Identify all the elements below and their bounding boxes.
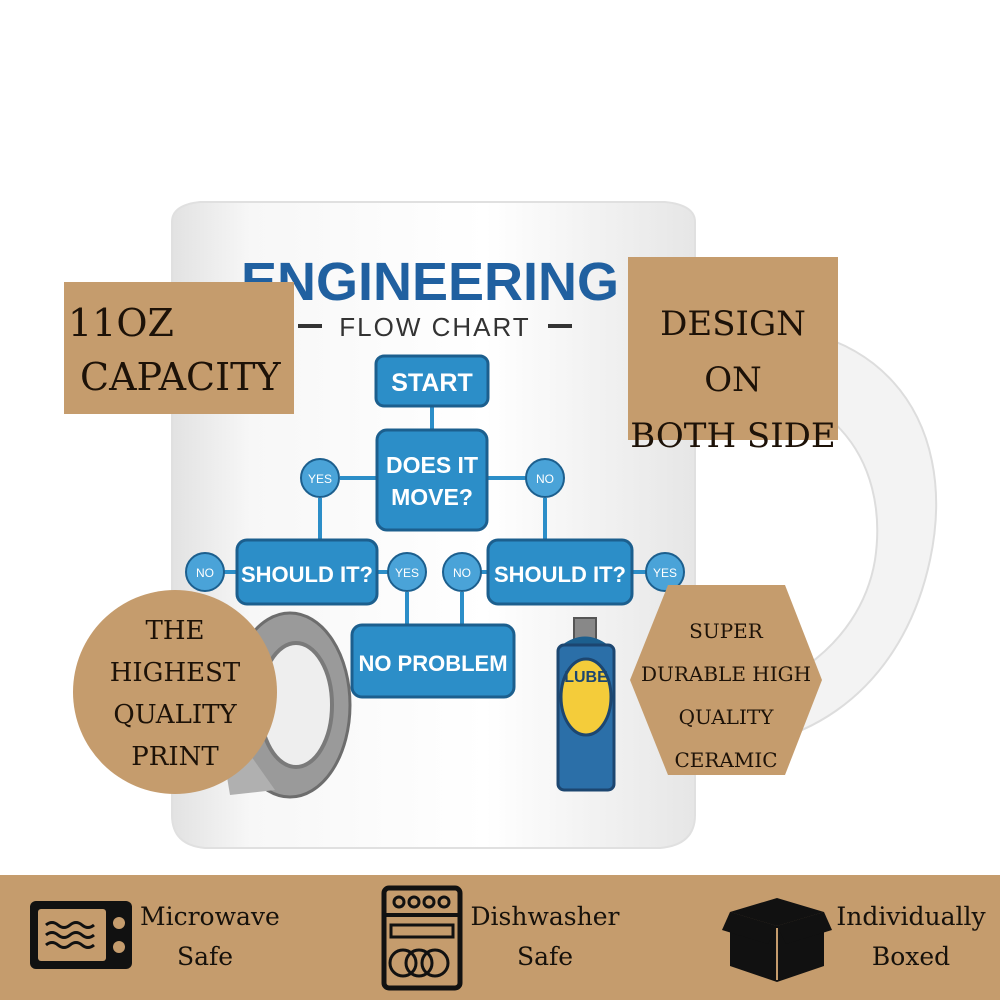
svg-text:NO: NO: [196, 566, 214, 580]
lube-can-icon: LUBE: [556, 617, 616, 792]
flow-no-circle: [525, 458, 565, 498]
svg-text:START: START: [391, 369, 472, 397]
flow-no-problem-box: [350, 623, 516, 699]
svg-text:NO PROBLEM: NO PROBLEM: [358, 651, 507, 676]
flow-yes-circle-mid: [387, 552, 427, 592]
design-badge: [628, 257, 838, 440]
mug-subtitle: FLOW CHART: [339, 312, 530, 342]
flow-question-box: [375, 428, 489, 532]
capacity-badge-text: 11OZ CAPACITY: [68, 301, 281, 399]
flow-should-it-right: [486, 538, 634, 606]
capacity-badge: [64, 282, 294, 414]
svg-text:SHOULD IT?: SHOULD IT?: [494, 562, 626, 587]
features-footer: Microwave Safe Dishwasher Safe Individua…: [0, 875, 1000, 1000]
ceramic-badge-text: SUPER DURABLE HIGH QUALITY CERAMIC: [640, 619, 812, 772]
flow-no-circle-mid: [442, 552, 482, 592]
flow-start-box: [374, 354, 490, 408]
flow-no-circle-left: [185, 552, 225, 592]
svg-text:NO: NO: [536, 472, 554, 486]
flow-should-it-left: [235, 538, 379, 606]
svg-text:YES: YES: [395, 566, 419, 580]
print-badge: [73, 590, 277, 794]
svg-text:SHOULD IT?: SHOULD IT?: [241, 562, 373, 587]
flow-yes-circle: [300, 458, 340, 498]
print-badge-text: THE HIGHEST QUALITY PRINT: [109, 616, 241, 772]
svg-text:MOVE?: MOVE?: [391, 484, 473, 510]
svg-text:YES: YES: [653, 566, 677, 580]
individually-boxed-label: Individually Boxed: [836, 902, 986, 971]
svg-text:NO: NO: [453, 566, 471, 580]
design-badge-text: DESIGN ON BOTH SIDE: [630, 304, 836, 456]
microwave-safe-label: Microwave Safe: [140, 902, 280, 971]
dishwasher-safe-label: Dishwasher Safe: [470, 902, 620, 971]
box-icon: [722, 898, 832, 982]
mug-title: ENGINEERING: [241, 252, 619, 312]
dishwasher-icon: [381, 885, 463, 991]
mug-scene: ENGINEERING FLOW CHART START DOES IT MOV…: [64, 201, 938, 849]
svg-text:LUBE: LUBE: [564, 669, 608, 686]
flow-yes-circle-right: [645, 552, 685, 592]
microwave-icon: [30, 901, 132, 969]
svg-text:YES: YES: [308, 472, 332, 486]
ceramic-badge: [630, 585, 822, 775]
svg-text:DOES IT: DOES IT: [386, 452, 478, 478]
